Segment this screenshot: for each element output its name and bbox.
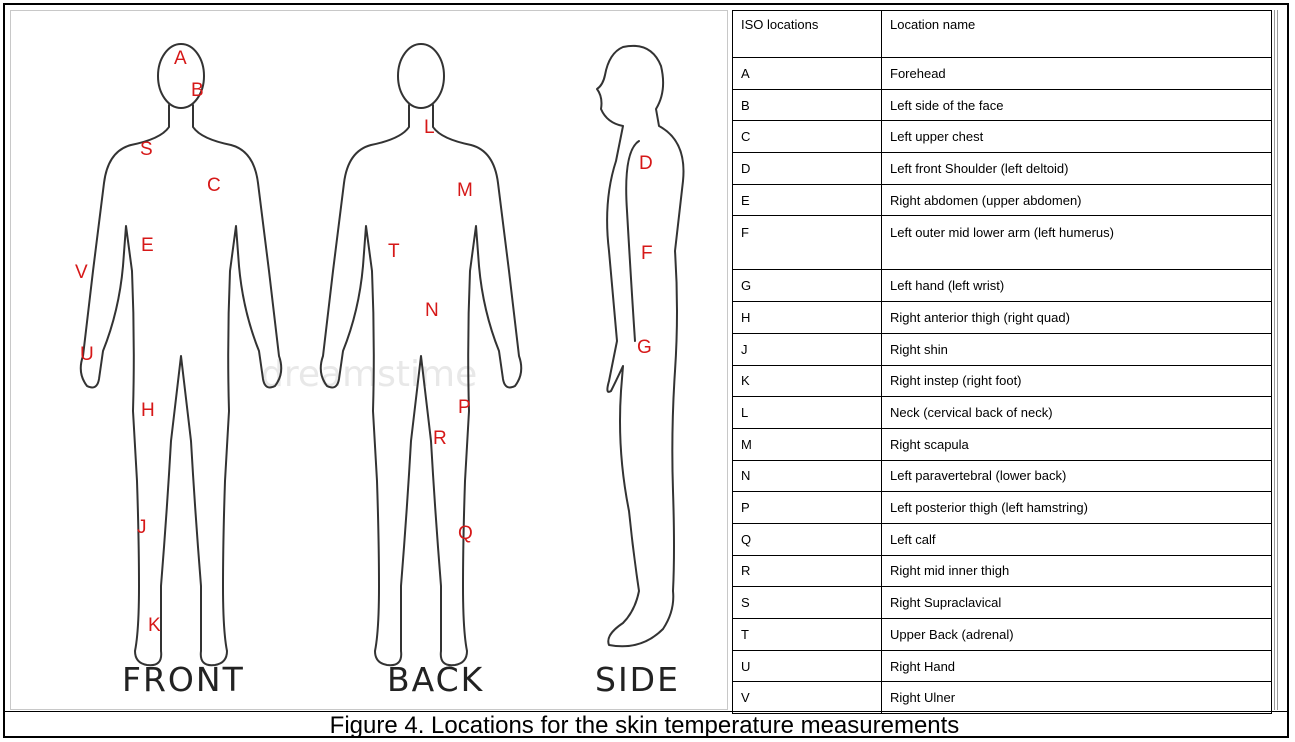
- cell-code: J: [733, 333, 882, 365]
- marker-A: A: [174, 48, 187, 69]
- marker-Q: Q: [458, 523, 473, 544]
- marker-K: K: [148, 615, 161, 636]
- back-view-label: BACK: [387, 660, 484, 699]
- table-right-border: [1274, 10, 1278, 710]
- cell-code: R: [733, 555, 882, 587]
- cell-code: E: [733, 184, 882, 216]
- cell-name: Forehead: [882, 58, 1272, 90]
- cell-code: N: [733, 460, 882, 492]
- cell-code: V: [733, 682, 882, 714]
- cell-code: P: [733, 492, 882, 524]
- cell-name: Left hand (left wrist): [882, 270, 1272, 302]
- cell-name: Left calf: [882, 523, 1272, 555]
- cell-name: Left posterior thigh (left hamstring): [882, 492, 1272, 524]
- cell-name: Right scapula: [882, 428, 1272, 460]
- marker-C: C: [207, 175, 221, 196]
- cell-code: C: [733, 121, 882, 153]
- marker-F: F: [641, 243, 653, 264]
- watermark-text: dreamstime: [261, 354, 477, 395]
- cell-code: G: [733, 270, 882, 302]
- marker-N: N: [425, 300, 439, 321]
- marker-L: L: [424, 117, 435, 138]
- marker-P: P: [458, 397, 471, 418]
- cell-name: Left upper chest: [882, 121, 1272, 153]
- cell-code: Q: [733, 523, 882, 555]
- cell-name: Upper Back (adrenal): [882, 619, 1272, 651]
- body-diagram-panel: dreamstime FRONT BACK SIDE A B C D E F G…: [10, 10, 728, 710]
- table-header-row: ISO locations Location name: [733, 11, 1272, 58]
- cell-code: M: [733, 428, 882, 460]
- cell-code: B: [733, 89, 882, 121]
- front-body-outline: [81, 44, 282, 665]
- cell-code: L: [733, 397, 882, 429]
- marker-D: D: [639, 153, 653, 174]
- cell-name: Right shin: [882, 333, 1272, 365]
- front-view-label: FRONT: [122, 660, 245, 699]
- cell-name: Right Hand: [882, 650, 1272, 682]
- marker-S: S: [140, 139, 153, 160]
- marker-V: V: [75, 262, 88, 283]
- header-iso-locations: ISO locations: [733, 11, 882, 58]
- cell-code: H: [733, 302, 882, 334]
- cell-name: Right Supraclavical: [882, 587, 1272, 619]
- cell-code: F: [733, 216, 882, 270]
- cell-code: U: [733, 650, 882, 682]
- cell-name: Left outer mid lower arm (left humerus): [882, 216, 1272, 270]
- cell-name: Left paravertebral (lower back): [882, 460, 1272, 492]
- marker-H: H: [141, 400, 155, 421]
- marker-E: E: [141, 235, 154, 256]
- body-outlines: dreamstime FRONT BACK SIDE A B C D E F G…: [11, 11, 727, 709]
- cell-code: T: [733, 619, 882, 651]
- cell-name: Neck (cervical back of neck): [882, 397, 1272, 429]
- header-location-name: Location name: [882, 11, 1272, 58]
- marker-B: B: [191, 80, 204, 101]
- cell-name: Right instep (right foot): [882, 365, 1272, 397]
- cell-name: Left front Shoulder (left deltoid): [882, 153, 1272, 185]
- cell-code: D: [733, 153, 882, 185]
- marker-U: U: [80, 344, 94, 365]
- cell-name: Right anterior thigh (right quad): [882, 302, 1272, 334]
- cell-code: S: [733, 587, 882, 619]
- cell-name: Right mid inner thigh: [882, 555, 1272, 587]
- cell-name: Right abdomen (upper abdomen): [882, 184, 1272, 216]
- marker-G: G: [637, 337, 652, 358]
- figure-caption: Figure 4. Locations for the skin tempera…: [0, 711, 1289, 741]
- cell-code: K: [733, 365, 882, 397]
- cell-name: Right Ulner: [882, 682, 1272, 714]
- marker-M: M: [457, 180, 473, 201]
- cell-code: A: [733, 58, 882, 90]
- marker-T: T: [388, 241, 400, 262]
- side-view-label: SIDE: [595, 660, 680, 699]
- cell-name: Left side of the face: [882, 89, 1272, 121]
- marker-R: R: [433, 428, 447, 449]
- marker-J: J: [137, 517, 147, 538]
